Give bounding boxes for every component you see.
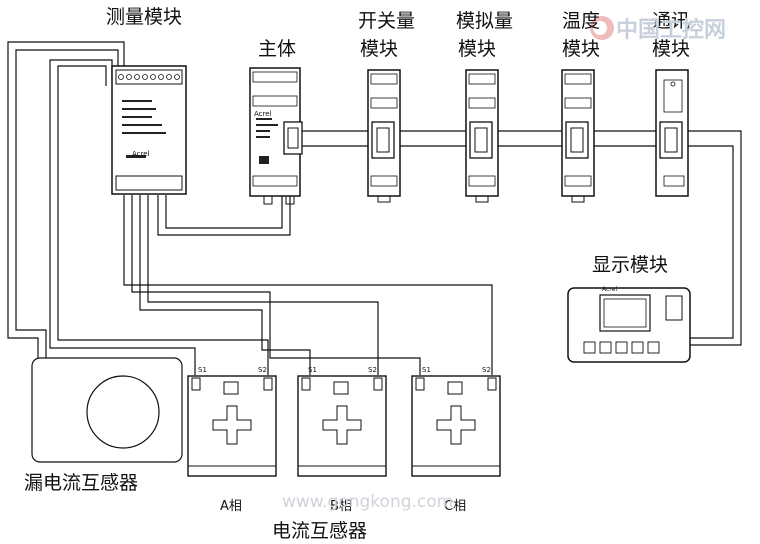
leakage-ct-label: 漏电流互感器 (24, 472, 139, 494)
ct-c-s2-label: S2 (482, 366, 491, 374)
ct-a-wire-2 (57, 65, 269, 375)
switch-module-label-2: 模块 (360, 38, 399, 60)
display-module-device (567, 287, 691, 363)
display-module-label: 显示模块 (592, 254, 669, 276)
display-brand-label: Acrel (602, 286, 617, 293)
phase-a-label: A相 (220, 499, 242, 514)
leakage-ct-wire-1 (7, 41, 125, 358)
ct-b-wire (139, 195, 311, 375)
measurement-module-device (111, 65, 187, 195)
comm-module-label-1: 通讯 (652, 10, 691, 32)
analog-module-device (465, 69, 499, 203)
ct-c-device (411, 375, 501, 477)
comm-module-label-2: 模块 (652, 38, 691, 60)
analog-module-label-2: 模块 (458, 38, 497, 60)
analog-module-label-1: 模拟量 (456, 10, 514, 32)
switch-module-device (367, 69, 401, 203)
watermark-cn: 中国工控网 (616, 18, 727, 43)
leakage-ct-wire-2 (15, 49, 119, 358)
phase-b-label: B相 (330, 499, 352, 514)
phase-c-label: C相 (444, 499, 467, 514)
main-body-device (249, 67, 303, 205)
bus-to-display (690, 130, 742, 346)
ct-b-device (297, 375, 387, 477)
wiring (7, 41, 742, 375)
temperature-module-device (561, 69, 595, 203)
watermark-logo-icon (590, 16, 614, 40)
ct-b-s2-label: S2 (368, 366, 377, 374)
main-brand-label: Acrel (254, 110, 272, 118)
main-body-label: 主体 (258, 38, 297, 60)
ct-b-s1-label: S1 (308, 366, 317, 374)
ct-a-s1-label: S1 (198, 366, 207, 374)
switch-module-label-1: 开关量 (358, 10, 416, 32)
leakage-ct-device (31, 357, 183, 463)
ct-c-s1-label: S1 (422, 366, 431, 374)
ct-c-wire-2 (123, 195, 493, 375)
current-ct-label: 电流互感器 (272, 520, 368, 542)
ct-a-s2-label: S2 (258, 366, 267, 374)
ct-a-wire (49, 59, 196, 375)
ct-a-device (187, 375, 277, 477)
meas-to-main-wire (157, 195, 291, 236)
meas-brand-label: Acrel (132, 150, 150, 158)
temperature-module-label-1: 温度 (562, 10, 601, 32)
temperature-module-label-2: 模块 (562, 38, 601, 60)
ct-b-wire-2 (147, 195, 379, 375)
ct-c-wire (131, 195, 421, 375)
measurement-module-label: 测量模块 (106, 6, 183, 28)
watermark-url: www.gongkong.com (282, 492, 454, 512)
comm-module-device (655, 69, 689, 197)
